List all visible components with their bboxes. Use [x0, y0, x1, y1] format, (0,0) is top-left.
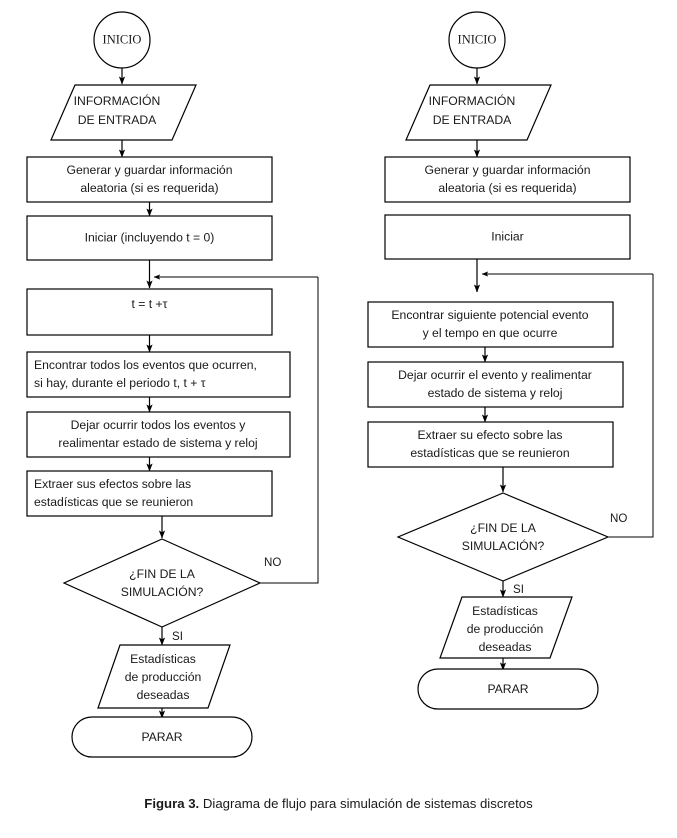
- output-label-line3: deseadas: [137, 688, 190, 702]
- node-start-right[interactable]: INICIO: [448, 11, 506, 69]
- decision-diamond-shape: [62, 538, 262, 628]
- node-advance-left[interactable]: t = t +τ: [26, 288, 273, 336]
- advance-rect-shape: [26, 288, 273, 336]
- stop-terminator-shape: [71, 716, 253, 758]
- find-next-label-line2: y el tempo en que ocurre: [423, 326, 558, 340]
- init-rect-shape: [384, 214, 631, 260]
- output-label-line2: de producción: [467, 622, 544, 636]
- input-parallelogram-shape: [405, 84, 552, 141]
- input-parallelogram-shape: [50, 84, 197, 141]
- node-decision-left[interactable]: ¿FIN DE LA SIMULACIÓN?: [62, 538, 262, 628]
- generate-label-line2: aleatoria (si es requerida): [438, 181, 576, 195]
- decision-label-line1: ¿FIN DE LA: [129, 567, 196, 581]
- node-find-next-right[interactable]: Encontrar siguiente potencial evento y e…: [367, 301, 614, 348]
- output-label-line1: Estadísticas: [472, 604, 538, 618]
- node-output-left[interactable]: Estadísticas de producción deseadas: [97, 644, 231, 709]
- extract-label-line2: estadísticas que se reunieron: [34, 495, 193, 509]
- extract-rect-shape: [26, 470, 273, 517]
- decision-label-line1: ¿FIN DE LA: [470, 521, 537, 535]
- start-label: INICIO: [458, 32, 497, 46]
- extract-rect-shape: [367, 421, 614, 468]
- node-execute-right[interactable]: Dejar ocurrir el evento y realimentar es…: [367, 361, 624, 408]
- input-label-line2: DE ENTRADA: [78, 113, 157, 127]
- node-extract-right[interactable]: Extraer su efecto sobre las estadísticas…: [367, 421, 614, 468]
- generate-rect-shape: [26, 156, 273, 203]
- stop-label: PARAR: [141, 730, 182, 744]
- diagram-left: INICIO INFORMACIÓN DE ENTRADA Generar y …: [26, 11, 319, 758]
- node-init-right[interactable]: Iniciar: [384, 214, 631, 260]
- figure-caption-label: Figura 3.: [144, 796, 200, 811]
- node-execute-left[interactable]: Dejar ocurrir todos los eventos y realim…: [26, 411, 291, 458]
- node-generate-right[interactable]: Generar y guardar información aleatoria …: [384, 156, 631, 203]
- decision-label-line2: SIMULACIÓN?: [121, 584, 204, 599]
- output-label-line1: Estadísticas: [130, 652, 196, 666]
- edge-no-loopback-right: [608, 274, 654, 538]
- figure-caption: Figura 3. Diagrama de flujo para simulac…: [0, 796, 677, 811]
- extract-label-line1: Extraer sus efectos sobre las: [34, 477, 191, 491]
- decision-diamond-shape: [396, 492, 610, 582]
- node-decision-right[interactable]: ¿FIN DE LA SIMULACIÓN?: [396, 492, 610, 582]
- execute-rect-shape: [26, 411, 291, 458]
- node-output-right[interactable]: Estadísticas de producción deseadas: [439, 596, 573, 659]
- execute-label-line1: Dejar ocurrir todos los eventos y: [71, 418, 247, 432]
- find-events-label-line2: si hay, durante el periodo t, t + τ: [34, 376, 206, 390]
- generate-rect-shape: [384, 156, 631, 203]
- edge-label-si-right: SI: [513, 583, 524, 596]
- node-start-left[interactable]: INICIO: [93, 11, 151, 69]
- input-label-line2: DE ENTRADA: [433, 113, 512, 127]
- input-label-line1: INFORMACIÓN: [74, 93, 161, 108]
- find-next-label-line1: Encontrar siguiente potencial evento: [391, 308, 588, 322]
- node-stop-left[interactable]: PARAR: [71, 716, 253, 758]
- output-label-line3: deseadas: [479, 640, 532, 654]
- node-generate-left[interactable]: Generar y guardar información aleatoria …: [26, 156, 273, 203]
- input-label-line1: INFORMACIÓN: [429, 93, 516, 108]
- find-next-rect-shape: [367, 301, 614, 348]
- stop-terminator-shape: [417, 668, 599, 710]
- output-parallelogram-shape: [97, 644, 231, 709]
- diagram-right: INICIO INFORMACIÓN DE ENTRADA Generar y …: [367, 11, 654, 710]
- decision-label-line2: SIMULACIÓN?: [462, 538, 545, 553]
- generate-label-line1: Generar y guardar información: [425, 163, 591, 177]
- edge-label-si-left: SI: [172, 630, 183, 643]
- extract-label-line2: estadísticas que se reunieron: [410, 446, 569, 460]
- node-input-right[interactable]: INFORMACIÓN DE ENTRADA: [405, 84, 552, 141]
- find-events-rect-shape: [26, 351, 291, 398]
- advance-label: t = t +τ: [132, 297, 168, 311]
- extract-label-line1: Extraer su efecto sobre las: [418, 428, 563, 442]
- node-init-left[interactable]: Iniciar (incluyendo t = 0): [26, 215, 273, 261]
- edge-label-no-left: NO: [264, 556, 281, 569]
- generate-label-line1: Generar y guardar información: [67, 163, 233, 177]
- init-rect-shape: [26, 215, 273, 261]
- init-label: Iniciar: [491, 230, 524, 244]
- node-input-left[interactable]: INFORMACIÓN DE ENTRADA: [50, 84, 197, 141]
- figure-caption-text: Diagrama de flujo para simulación de sis…: [199, 796, 533, 811]
- execute-label-line2: realimentar estado de sistema y reloj: [58, 436, 257, 450]
- node-stop-right[interactable]: PARAR: [417, 668, 599, 710]
- stop-label: PARAR: [487, 682, 528, 696]
- start-label: INICIO: [103, 32, 142, 46]
- execute-label-line1: Dejar ocurrir el evento y realimentar: [398, 368, 592, 382]
- execute-label-line2: estado de sistema y reloj: [428, 386, 563, 400]
- edge-no-loopback-left: [260, 277, 319, 584]
- find-events-label-line1: Encontrar todos los eventos que ocurren,: [34, 358, 257, 372]
- node-extract-left[interactable]: Extraer sus efectos sobre las estadístic…: [26, 470, 273, 517]
- generate-label-line2: aleatoria (si es requerida): [80, 181, 218, 195]
- edge-label-no-right: NO: [610, 512, 627, 525]
- node-find-events-left[interactable]: Encontrar todos los eventos que ocurren,…: [26, 351, 291, 398]
- execute-rect-shape: [367, 361, 624, 408]
- output-parallelogram-shape: [439, 596, 573, 659]
- output-label-line2: de producción: [125, 670, 202, 684]
- init-label: Iniciar (incluyendo t = 0): [85, 231, 215, 245]
